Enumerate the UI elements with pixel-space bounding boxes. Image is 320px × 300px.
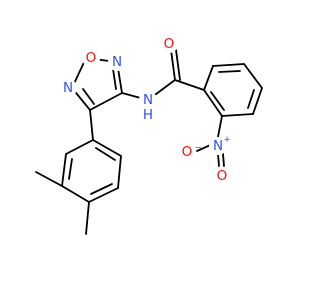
bond: [247, 89, 255, 109]
atom-label: N: [213, 138, 223, 154]
bond: [61, 185, 90, 203]
atom-label: H: [143, 107, 153, 123]
bond: [65, 139, 94, 155]
bond: [90, 183, 113, 195]
atom-labels: O N N N H O N + O −: [59, 35, 231, 185]
oxadiazole-nitrogen-left: N: [59, 79, 77, 97]
atom-label: O: [164, 36, 175, 52]
oxadiazole-nitrogen-top: N: [108, 53, 126, 71]
bond: [203, 65, 214, 91]
bond: [95, 147, 116, 161]
charge-label: +: [223, 135, 230, 145]
nitro-oxygen: O: [213, 167, 231, 185]
bond: [243, 63, 263, 89]
bond: [61, 153, 67, 187]
charge-label: −: [194, 143, 201, 153]
molecule-diagram: O N N N H O N + O −: [35, 35, 263, 235]
bond: [35, 171, 63, 187]
bond: [85, 201, 90, 235]
bond: [92, 139, 122, 157]
nitro-nitrogen: N +: [209, 135, 231, 155]
bond: [89, 92, 123, 111]
bond: [170, 49, 176, 81]
amide-nitrogen: N H: [139, 91, 157, 123]
atom-label: O: [86, 50, 97, 66]
bond: [175, 49, 181, 81]
bond: [112, 68, 117, 90]
bond: [89, 109, 94, 141]
atom-label: O: [217, 168, 228, 184]
atom-label: N: [143, 92, 153, 108]
bond: [252, 87, 263, 115]
atom-label: O: [182, 144, 193, 160]
bond: [82, 88, 95, 105]
bond: [174, 79, 205, 91]
bond: [117, 155, 122, 189]
bond: [221, 113, 254, 117]
structure-svg: O N N N H O N + O −: [35, 35, 263, 235]
bond: [218, 70, 241, 73]
bond: [203, 89, 223, 117]
bond: [88, 187, 119, 203]
oxadiazole-oxygen: O: [82, 49, 100, 67]
bond: [212, 63, 245, 67]
atom-label: N: [112, 54, 122, 70]
carbonyl-oxygen: O: [160, 35, 178, 53]
nitro-oxygen-minus: O −: [178, 143, 202, 161]
atom-label: N: [63, 80, 73, 96]
bond: [68, 158, 73, 180]
bond: [210, 91, 225, 111]
